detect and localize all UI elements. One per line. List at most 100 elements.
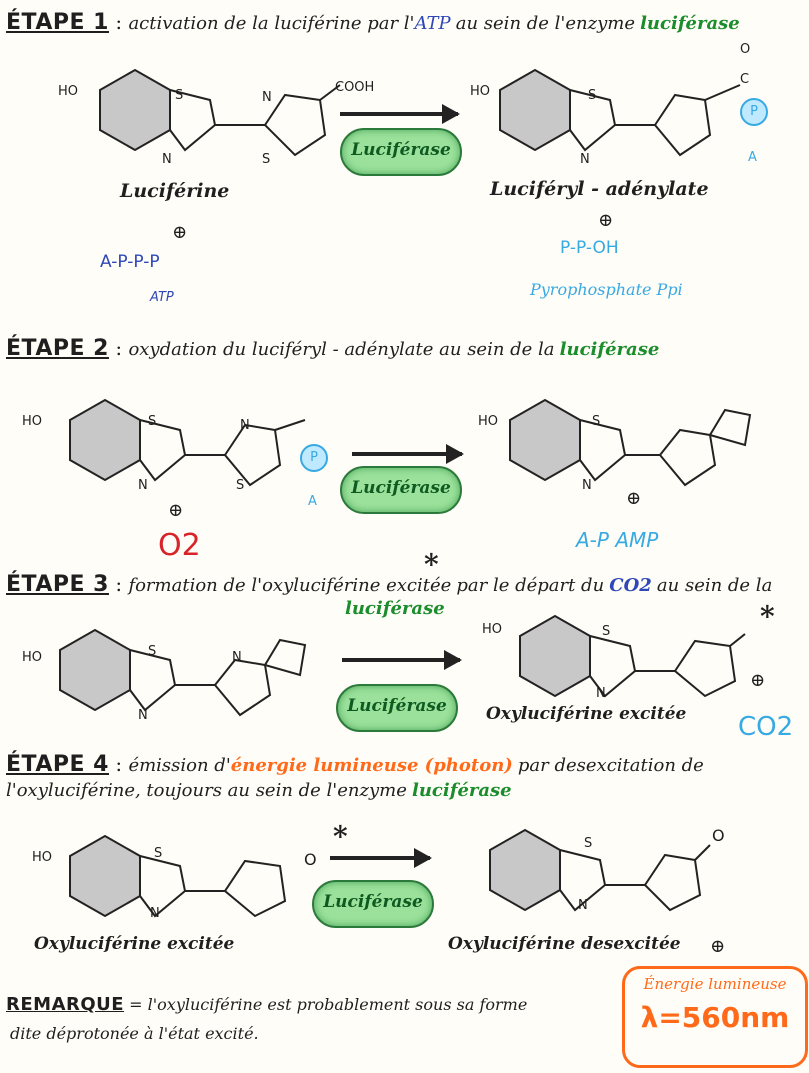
step1-desc: activation de la luciférine par l' — [128, 13, 415, 34]
o2-reactant: O2 — [158, 528, 201, 563]
step3-enzyme-blob: Luciférase — [336, 684, 458, 732]
step1-arrow — [340, 104, 460, 124]
luciferin-cooh: COOH — [335, 80, 375, 95]
step3-product-molecule — [519, 614, 746, 698]
s2p-ho: HO — [478, 414, 499, 429]
s2-n2: N — [240, 418, 250, 433]
step2-header: ÉTAPE 2 : oxydation du luciféryl - adény… — [6, 336, 806, 361]
step4-desc: émission d' — [128, 755, 231, 776]
step2-enzyme-blob: Luciférase — [340, 466, 462, 514]
phosphate-circle-1: P — [740, 98, 768, 126]
remark-text1: l'oxyluciférine est probablement sous sa… — [147, 995, 528, 1014]
s4-s: S — [154, 846, 163, 861]
ppi-formula: P-P-OH — [560, 238, 619, 258]
step4-reactant-molecule — [69, 834, 287, 918]
s2p-s: S — [592, 414, 601, 429]
s2-ho: HO — [22, 414, 43, 429]
luciferin-label: Luciférine — [120, 180, 230, 202]
step3-desc3: au sein de la — [656, 575, 773, 596]
step4-desc3: l'oxyluciférine, toujours au sein de l'e… — [6, 780, 407, 801]
plus-sign-4: ⊕ — [626, 488, 642, 509]
s3-s1: S — [148, 644, 157, 659]
step4-title: ÉTAPE 4 — [6, 752, 109, 777]
luciferin-s1: S — [175, 88, 184, 103]
adenylate-a: A — [748, 150, 757, 165]
s4p-o: O — [712, 826, 725, 845]
step4-enzyme: luciférase — [411, 780, 512, 801]
s3-n1: N — [138, 708, 148, 723]
s3p-s1: S — [602, 624, 611, 639]
s4-ho: HO — [32, 850, 53, 865]
step3-reactant-molecule — [59, 628, 307, 717]
plus-sign-3: ⊕ — [168, 500, 184, 521]
step3-co2: CO2 — [609, 575, 652, 596]
s3-n2: N — [232, 650, 242, 665]
step1-enzyme: luciférase — [640, 13, 740, 34]
s4-o: O — [304, 850, 317, 869]
luciferyl-adenylate-label: Luciféryl - adénylate — [490, 178, 709, 200]
s3p-ho: HO — [482, 622, 503, 637]
atp-formula-text: A-P-P-P — [100, 252, 160, 272]
atp-formula: A-P-P-P — [100, 252, 160, 272]
s4p-s: S — [584, 836, 593, 851]
step1-title: ÉTAPE 1 — [6, 10, 109, 35]
energy-line1: Énergie lumineuse — [643, 975, 787, 993]
oxyluciferin-excited-label: Oxyluciférine excitée — [486, 704, 687, 724]
step4-line2: l'oxyluciférine, toujours au sein de l'e… — [6, 780, 512, 801]
luciferin-n2: N — [262, 90, 272, 105]
plus-sign-5: ⊕ — [750, 670, 766, 691]
luciferin-molecule — [99, 68, 341, 157]
oxyluciferin-excited-label-2: Oxyluciférine excitée — [34, 934, 235, 954]
adenylate-ho: HO — [470, 84, 491, 99]
step2-product-molecule — [509, 398, 752, 487]
energy-line2: λ=560nm — [640, 1001, 790, 1034]
s4-n: N — [150, 906, 160, 921]
step2-reactant-molecule — [69, 398, 306, 487]
step3-desc2: par le départ du — [456, 575, 605, 596]
step3-header: ÉTAPE 3 : formation de l'oxyluciférine e… — [6, 572, 806, 597]
colon: : — [108, 10, 129, 34]
step4-arrow — [330, 848, 432, 868]
adenylate-c: C — [740, 72, 750, 87]
luciferin-s2: S — [262, 152, 271, 167]
step3-enzyme: luciférase — [345, 598, 445, 619]
s2p-n: N — [582, 478, 592, 493]
s2-a: A — [308, 494, 317, 509]
s2-n1: N — [138, 478, 148, 493]
step1-enzyme-blob: Luciférase — [340, 128, 462, 176]
adenylate-n: N — [580, 152, 590, 167]
step1-atp: ATP — [414, 13, 451, 34]
s4p-n: N — [578, 898, 588, 913]
plus-sign-2: ⊕ — [598, 210, 614, 231]
remark: REMARQUE = l'oxyluciférine est probablem… — [6, 994, 606, 1015]
step2-enzyme: luciférase — [559, 339, 660, 360]
luciferin-n1: N — [162, 152, 172, 167]
energy-box: Énergie lumineuse λ=560nm — [622, 966, 808, 1068]
ppi-label: Pyrophosphate Ppi — [530, 280, 683, 299]
step2-title: ÉTAPE 2 — [6, 336, 109, 361]
step4-energy: énergie lumineuse (photon) — [230, 755, 513, 776]
s3p-star: * — [760, 600, 775, 633]
co2-product: CO2 — [738, 712, 794, 742]
step3-title: ÉTAPE 3 — [6, 572, 109, 597]
s3-ho: HO — [22, 650, 43, 665]
colon: : — [108, 336, 129, 360]
adenylate-s: S — [588, 88, 597, 103]
s2-s2: S — [236, 478, 245, 493]
step1-header: ÉTAPE 1 : activation de la luciférine pa… — [6, 10, 806, 35]
remark-title: REMARQUE — [6, 994, 125, 1015]
colon: : — [108, 752, 129, 776]
step1-desc2: au sein de l'enzyme — [455, 13, 635, 34]
s3p-n1: N — [596, 686, 606, 701]
plus-sign-6: ⊕ — [710, 936, 726, 957]
step3-star: * — [424, 548, 439, 581]
step4-enzyme-blob: Luciférase — [312, 880, 434, 928]
step3-desc: formation de l'oxyluciférine excitée — [128, 575, 452, 596]
plus-sign-1: ⊕ — [172, 222, 188, 243]
step4-header: ÉTAPE 4 : émission d'énergie lumineuse (… — [6, 752, 806, 777]
step2-arrow — [352, 444, 464, 464]
remark-text2: dite déprotonée à l'état excité. — [10, 1024, 259, 1043]
colon: : — [108, 572, 129, 596]
phosphate-circle-2: P — [300, 444, 328, 472]
step3-arrow — [342, 650, 462, 670]
